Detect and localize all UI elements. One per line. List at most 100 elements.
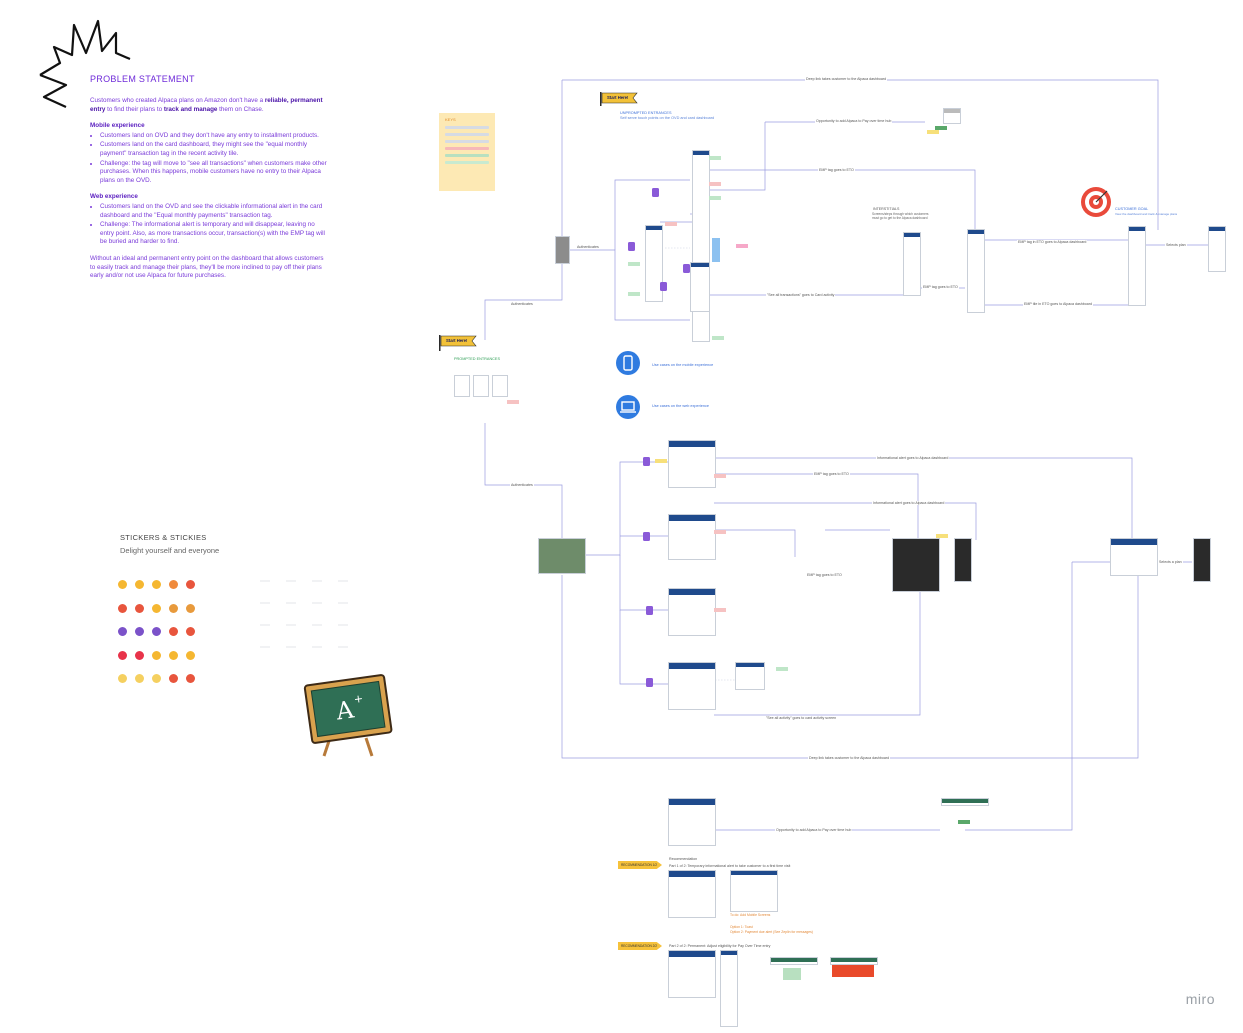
interstitial-thumbnail[interactable] [903,232,921,296]
lock-badge-icon [628,242,635,251]
recommendation-part1: Part 1 of 2: Temporary informational ale… [668,864,792,868]
key-item [445,161,489,164]
key-item [445,140,489,143]
sticker-icon[interactable] [152,603,161,613]
label-opportunity-bottom: Opportunity to add Alpaca to Pay over ti… [775,828,853,832]
screen-thumbnail [454,375,470,397]
unprompted-sub: Self serve touch points on the OVD and c… [620,116,715,120]
rec-screen-thumbnail[interactable] [668,870,716,918]
sticker-icon[interactable] [152,674,161,683]
problem-closing: Without an ideal and permanent entry poi… [90,254,324,280]
orange-note-2: Option 1: Toast [730,925,753,929]
web-screen-thumbnail[interactable] [735,662,765,690]
sticker-icon[interactable] [135,650,144,660]
sticker-icon[interactable] [186,674,195,683]
mini-sticky-tag [714,474,726,478]
web-eto-thumbnail[interactable] [892,538,940,592]
mini-sticky-tag [712,336,724,340]
web-login-thumbnail[interactable] [538,538,586,574]
use-cases-web-label: Use cases on the web experience [652,404,709,408]
use-cases-mobile-label: Use cases on the mobile experience [652,363,714,367]
laptop-icon [620,401,636,413]
sticker-icon[interactable] [118,650,127,660]
web-hub-thumbnail[interactable] [941,798,989,806]
mobile-experience-heading: Mobile experience [90,122,145,130]
sticker-icon[interactable] [118,603,127,613]
mini-sticky-tag [714,608,726,612]
eto-thumbnail[interactable] [967,229,985,313]
mini-sticky-tag [655,459,667,463]
sticker-icon[interactable] [135,627,144,636]
phone-icon [623,355,633,371]
mini-sticky-tag [665,222,677,226]
sticker-icon[interactable] [186,603,195,613]
sticker-icon[interactable] [186,650,195,660]
screen-thumbnail[interactable] [645,225,663,302]
screen-thumbnail[interactable] [690,262,710,312]
list-item: Customers land on OVD and they don't hav… [100,132,330,141]
sticker-icon[interactable] [152,627,161,636]
svg-text:+: + [353,692,364,706]
problem-statement-title: PROBLEM STATEMENT [90,74,195,84]
sticker-icon[interactable] [169,650,178,660]
sticker-icon[interactable] [186,627,195,636]
screen-thumbnail[interactable] [692,150,710,342]
rec-screen-thumbnail[interactable] [730,870,778,912]
web-experience-heading: Web experience [90,193,138,201]
stickers-title: STICKERS & STICKIES [120,533,207,542]
sticker-icon[interactable] [135,603,144,613]
mini-sticky-tag [709,196,721,200]
orange-note-3: Option 2: Payment due alert (See Zeplin … [730,930,813,934]
green-sticky-note [783,968,801,980]
sticker-icon[interactable] [169,603,178,613]
sticker-icon[interactable] [169,674,178,683]
start-here-text: Start Here! [446,338,468,343]
plan-thumbnail[interactable] [1208,226,1226,272]
sticker-icon[interactable] [152,580,161,589]
list-item: Challenge: The informational alert is te… [100,221,330,247]
sticky-notes-grid [258,578,358,658]
prompted-screen-row [454,375,510,397]
web-plan-thumbnail[interactable] [1193,538,1211,582]
lock-badge-icon [646,606,653,615]
keys-card[interactable]: KEYS [439,113,495,191]
sticker-icon[interactable] [118,674,127,683]
prompted-screens[interactable] [454,375,510,423]
screen-thumbnail[interactable] [943,108,961,124]
list-item: Challenge: the tag will move to "see all… [100,160,330,186]
web-use-case-button[interactable] [616,395,640,419]
rec-screen-thumbnail[interactable] [720,950,738,1027]
mobile-use-case-button[interactable] [616,351,640,375]
web-screen-thumbnail[interactable] [668,798,716,846]
mini-sticky-tag [714,530,726,534]
web-screen-thumbnail[interactable] [668,514,716,560]
label-selects-plan-1: Selects plan [1165,243,1187,247]
sticker-icon[interactable] [169,627,178,636]
web-screen-thumbnail[interactable] [668,440,716,488]
sticker-icon[interactable] [135,580,144,589]
mobile-experience-list: Customers land on OVD and they don't hav… [90,132,330,186]
web-screen-thumbnail[interactable] [668,588,716,636]
login-screen-thumbnail[interactable] [555,236,570,264]
sticker-icon[interactable] [186,580,195,589]
sticker-icon[interactable] [135,674,144,683]
mini-sticky-tag [935,126,947,130]
sticker-icon[interactable] [118,627,127,636]
rec-screen-thumbnail[interactable] [668,950,716,998]
sticker-icon[interactable] [118,580,127,589]
miro-logo: miro [1185,991,1215,1007]
orange-note-1: To do: Add Mobile Screens [730,913,771,917]
rec-screen-thumbnail[interactable] [770,957,818,965]
label-deep-link-bottom: Deep link takes customer to the Alpaca d… [808,756,891,760]
key-item [445,147,489,150]
dashboard-thumbnail[interactable] [1128,226,1146,306]
label-selects-plan-2: Selects a plan [1158,560,1183,564]
sticker-grid [118,580,218,685]
rec-screen-thumbnail[interactable] [830,957,878,965]
web-screen-thumbnail[interactable] [668,662,716,710]
web-dashboard-thumbnail[interactable] [1110,538,1158,576]
sticker-icon[interactable] [152,650,161,660]
sticker-icon[interactable] [169,580,178,589]
web-eto-thumbnail[interactable] [954,538,972,582]
recommendation-tag: RECOMMENDATION 1/2 [618,861,662,869]
